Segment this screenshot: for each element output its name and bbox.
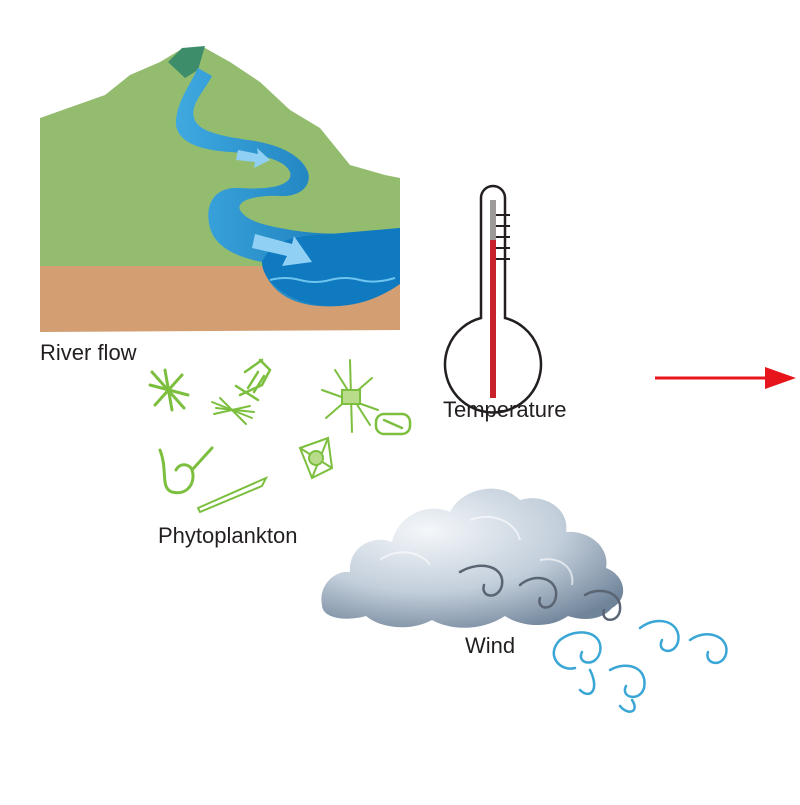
arrow-right-icon [655, 367, 796, 389]
wind-label: Wind [465, 633, 516, 658]
river-landscape-icon [40, 46, 400, 332]
phytoplankton-icon [148, 358, 412, 514]
temperature-label: Temperature [443, 397, 567, 422]
cloud-icon [321, 488, 624, 628]
phytoplankton-label: Phytoplankton [158, 523, 298, 548]
river-flow-label: River flow [40, 340, 137, 365]
wind-swirl-icon [458, 564, 728, 713]
thermometer-icon [443, 184, 543, 414]
